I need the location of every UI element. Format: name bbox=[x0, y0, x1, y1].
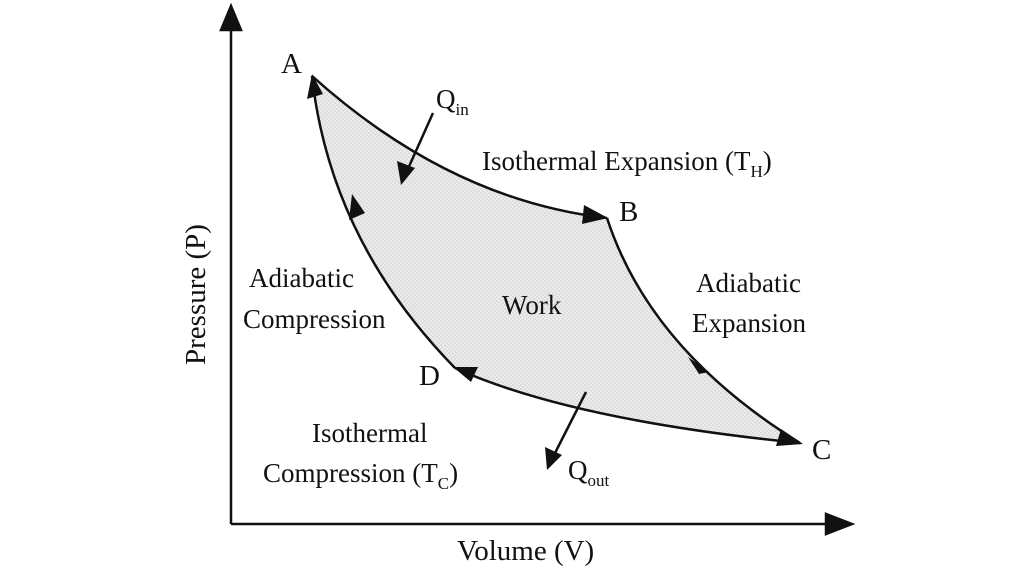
x-axis-label: Volume (V) bbox=[457, 535, 594, 567]
curve-adiabatic-compression bbox=[310, 75, 456, 369]
point-label-c: C bbox=[812, 434, 831, 466]
arrow-at-c-icon bbox=[776, 429, 803, 446]
q-out-arrow-line bbox=[552, 391, 588, 456]
x-axis-arrow-icon bbox=[824, 512, 856, 536]
arrowheads bbox=[307, 74, 803, 470]
isothermal-compression-label-line2: Compression (TC) bbox=[263, 458, 458, 493]
work-label: Work bbox=[502, 290, 562, 320]
point-label-a: A bbox=[281, 48, 302, 80]
y-axis-label: Pressure (P) bbox=[180, 224, 212, 365]
isothermal-expansion-label: Isothermal Expansion (TH) bbox=[482, 146, 772, 181]
q-out-label: Qout bbox=[568, 455, 610, 490]
adiabatic-compression-label-line1: Adiabatic bbox=[249, 263, 354, 293]
adiabatic-expansion-label-line2: Expansion bbox=[692, 308, 806, 338]
cycle-curves bbox=[310, 75, 801, 456]
axes bbox=[219, 2, 856, 536]
curve-isothermal-expansion bbox=[311, 75, 608, 220]
adiabatic-compression-label-line2: Compression bbox=[243, 304, 386, 334]
q-in-arrow-line bbox=[405, 112, 435, 172]
point-label-b: B bbox=[619, 196, 638, 228]
q-in-arrowhead-icon bbox=[397, 161, 415, 185]
arrow-at-b-icon bbox=[582, 205, 608, 224]
work-area bbox=[312, 76, 800, 443]
arrow-at-a-icon bbox=[307, 74, 323, 99]
y-axis-arrow-icon bbox=[219, 2, 243, 32]
isothermal-compression-label-line1: Isothermal bbox=[312, 418, 427, 448]
q-in-label: Qin bbox=[436, 84, 469, 119]
curve-adiabatic-expansion bbox=[605, 217, 801, 445]
curve-isothermal-compression bbox=[454, 366, 801, 445]
adiabatic-expansion-label-line1: Adiabatic bbox=[696, 268, 801, 298]
arrow-adiabatic-expansion-icon bbox=[688, 357, 709, 374]
point-label-d: D bbox=[419, 360, 440, 392]
q-out-arrowhead-icon bbox=[545, 447, 562, 470]
arrow-at-d-icon bbox=[453, 367, 478, 382]
arrow-adiabatic-compression-icon bbox=[349, 194, 365, 220]
